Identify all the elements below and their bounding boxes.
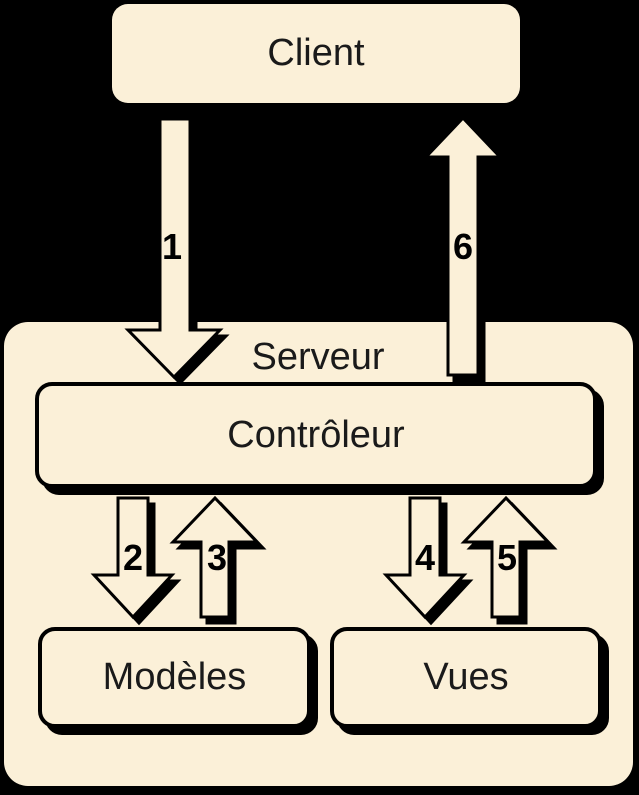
views-box-label: Vues: [423, 656, 509, 698]
models-box: Modèles: [38, 627, 311, 728]
arrow-1-step-label: 1: [161, 226, 183, 267]
client-box-label: Client: [267, 32, 365, 74]
arrow-2-step-label: 2: [122, 537, 144, 578]
models-box-label: Modèles: [102, 656, 247, 698]
arrow-up-icon-views-to-controller: [460, 495, 552, 619]
server-box-label: Serveur: [251, 336, 385, 378]
arrow-down-icon-client-to-controller: [124, 117, 224, 380]
arrow-4-step-label: 4: [414, 537, 436, 578]
client-box: Client: [112, 4, 520, 103]
arrow-3-step-label: 3: [206, 537, 228, 578]
arrow-up-icon-models-to-controller: [169, 495, 261, 619]
views-box: Vues: [330, 627, 602, 728]
controller-box-label: Contrôleur: [227, 413, 405, 456]
arrow-5-step-label: 5: [496, 537, 518, 578]
arrow-up-icon-controller-to-client: [422, 115, 504, 377]
arrow-6-step-label: 6: [452, 226, 474, 267]
arrow-down-icon-controller-to-views: [382, 496, 468, 620]
arrow-down-icon-controller-to-models: [90, 496, 176, 620]
controller-box: Contrôleur: [35, 382, 597, 488]
